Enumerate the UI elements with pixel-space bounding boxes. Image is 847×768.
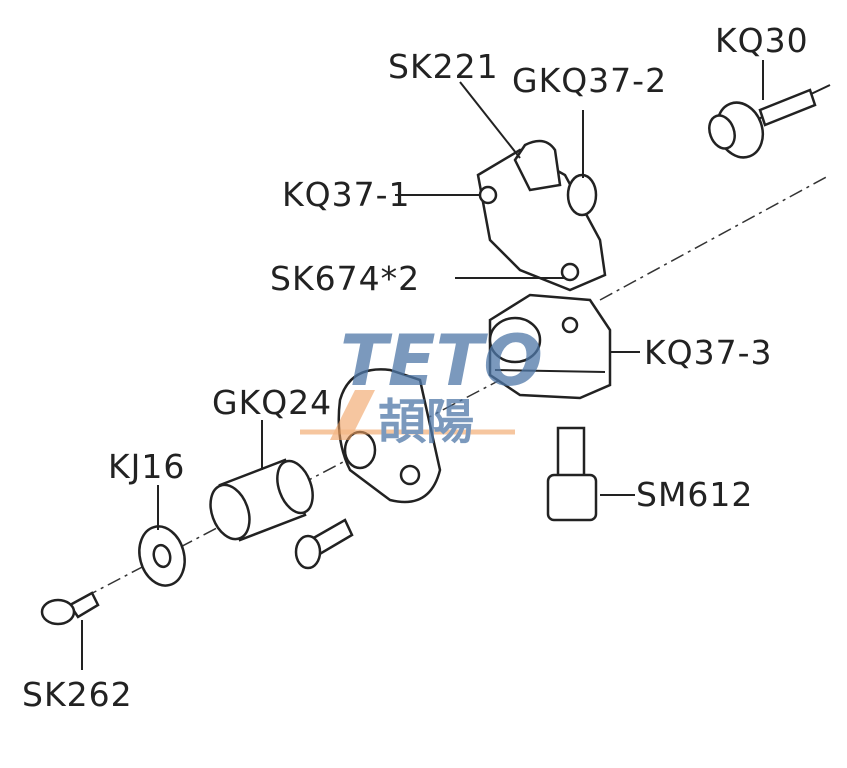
watermark-chinese: 頡陽 bbox=[378, 394, 474, 450]
part-sm612 bbox=[546, 426, 598, 522]
label-gkq37-2: GKQ37-2 bbox=[512, 61, 667, 100]
part-kq37-1 bbox=[476, 139, 607, 292]
label-sk262: SK262 bbox=[22, 675, 133, 714]
label-kj16: KJ16 bbox=[108, 447, 185, 486]
part-gkq24 bbox=[209, 458, 314, 542]
part-kq30 bbox=[708, 88, 817, 159]
label-sm612: SM612 bbox=[636, 475, 753, 514]
watermark-teto: TETO bbox=[340, 320, 543, 402]
label-kq37-1: KQ37-1 bbox=[282, 175, 411, 214]
label-sk674: SK674*2 bbox=[270, 259, 420, 298]
watermark-logo: TETO 頡陽 bbox=[300, 320, 543, 450]
axis-line bbox=[599, 174, 831, 301]
label-sk221: SK221 bbox=[388, 47, 499, 86]
part-kq37-3 bbox=[488, 293, 612, 400]
part-screw bbox=[294, 518, 354, 570]
label-gkq24: GKQ24 bbox=[212, 383, 332, 422]
label-kq30: KQ30 bbox=[715, 21, 809, 60]
label-kq37-3: KQ37-3 bbox=[644, 333, 773, 372]
part-sk262 bbox=[40, 591, 100, 626]
part-kj16 bbox=[138, 525, 186, 587]
